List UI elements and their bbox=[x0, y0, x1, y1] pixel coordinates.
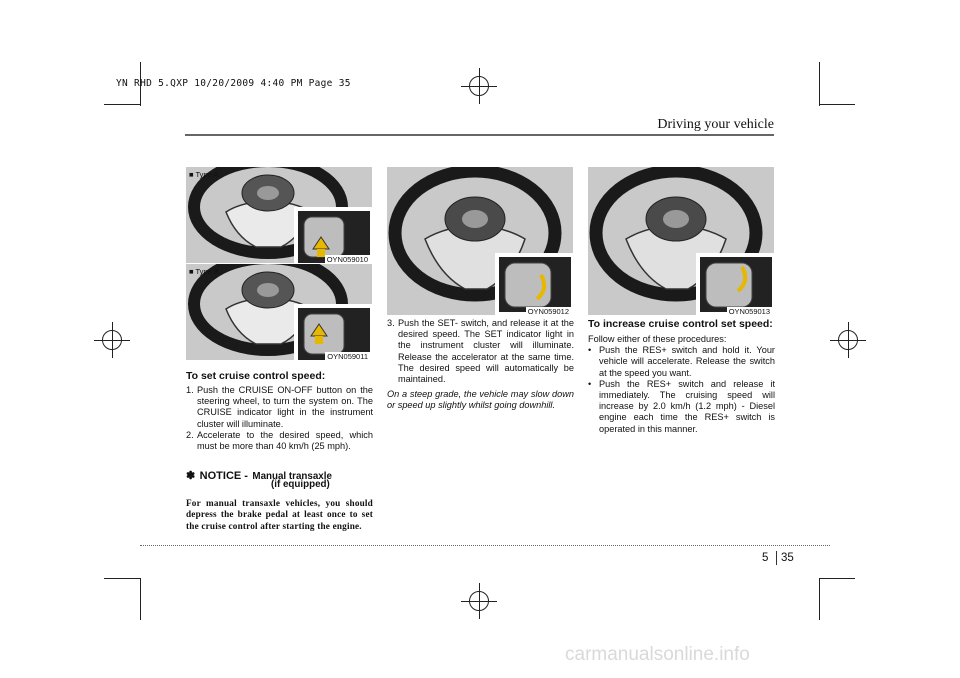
registration-mark-icon bbox=[830, 322, 866, 358]
bullet-icon: • bbox=[588, 378, 592, 389]
figure-code: OYN059013 bbox=[726, 307, 772, 315]
column-3: To increase cruise control set speed: Fo… bbox=[588, 318, 775, 435]
column-1: To set cruise control speed: 1.Push the … bbox=[186, 370, 373, 532]
list-item: •Push the RES+ switch and release it imm… bbox=[588, 378, 775, 434]
footer-rule bbox=[140, 545, 830, 546]
set-speed-heading: To set cruise control speed: bbox=[186, 370, 326, 382]
notice-subtitle: Manual transaxle bbox=[252, 471, 332, 483]
header-rule bbox=[185, 134, 774, 136]
list-item: •Push the RES+ switch and hold it. Your … bbox=[588, 345, 775, 378]
print-slug: YN RHD 5.QXP 10/20/2009 4:40 PM Page 35 bbox=[116, 78, 351, 89]
crop-mark bbox=[140, 578, 141, 620]
page-number: 35 bbox=[781, 552, 794, 564]
chapter-number: 5 bbox=[762, 552, 769, 564]
figure-code: OYN059011 bbox=[325, 352, 370, 360]
bullet-icon: • bbox=[588, 345, 592, 356]
increase-speed-bullets: •Push the RES+ switch and hold it. Your … bbox=[588, 345, 775, 435]
steering-wheel-illustration bbox=[388, 167, 573, 315]
figure-type-label: ■ Type B bbox=[189, 267, 219, 276]
figure-set-switch: OYN059012 bbox=[387, 167, 573, 315]
column-2: 3.Push the SET- switch, and release it a… bbox=[387, 318, 574, 412]
set-switch-step: 3.Push the SET- switch, and release it a… bbox=[387, 318, 574, 385]
crop-mark bbox=[104, 578, 140, 579]
figure-type-a: ■ Type A OYN059010 bbox=[186, 167, 372, 263]
figure-type-label: ■ Type A bbox=[189, 170, 219, 179]
steep-grade-note: On a steep grade, the vehicle may slow d… bbox=[387, 389, 574, 411]
crop-mark bbox=[819, 62, 820, 106]
list-item: 3.Push the SET- switch, and release it a… bbox=[387, 318, 574, 385]
increase-speed-intro: Follow either of these procedures: bbox=[588, 334, 727, 344]
notice-title: NOTICE - bbox=[199, 470, 248, 483]
figure-code: OYN059010 bbox=[324, 255, 370, 263]
steering-wheel-illustration bbox=[188, 264, 372, 360]
notice-symbol: ✽ bbox=[186, 470, 196, 483]
notice-heading: ✽ NOTICE - Manual transaxle (if equipped… bbox=[186, 466, 373, 494]
increase-speed-heading: To increase cruise control set speed: bbox=[588, 318, 773, 330]
notice-subtitle-line2: (if equipped) bbox=[271, 479, 330, 491]
registration-mark-icon bbox=[94, 322, 130, 358]
watermark: carmanualsonline.info bbox=[565, 644, 750, 665]
steering-wheel-illustration bbox=[589, 167, 774, 315]
section-title: Driving your vehicle bbox=[657, 117, 774, 132]
crop-mark bbox=[819, 578, 855, 579]
figure-type-b: ■ Type B OYN059011 bbox=[186, 264, 372, 360]
figure-code: OYN059012 bbox=[525, 307, 571, 315]
figure-res-switch: OYN059013 bbox=[588, 167, 774, 315]
registration-mark-icon bbox=[461, 583, 497, 619]
list-item: 1.Push the CRUISE ON-OFF button on the s… bbox=[186, 385, 373, 429]
crop-mark bbox=[104, 104, 140, 105]
crop-mark bbox=[819, 104, 855, 105]
list-item: 2.Accelerate to the desired speed, which… bbox=[186, 429, 373, 452]
steering-wheel-illustration bbox=[188, 167, 372, 263]
crop-mark bbox=[140, 62, 141, 106]
page-number-separator bbox=[776, 551, 777, 565]
set-speed-steps: 1.Push the CRUISE ON-OFF button on the s… bbox=[186, 385, 373, 452]
notice-body: For manual transaxle vehicles, you shoul… bbox=[186, 498, 373, 531]
registration-mark-icon bbox=[461, 68, 497, 104]
crop-mark bbox=[819, 578, 820, 620]
